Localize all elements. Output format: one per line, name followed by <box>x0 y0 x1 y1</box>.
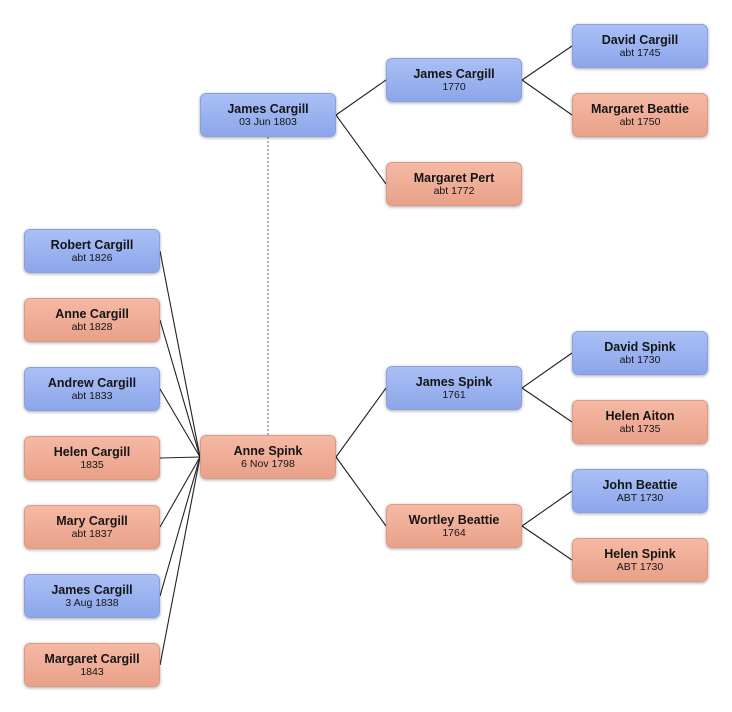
person-date: 1835 <box>80 459 104 471</box>
child-link-line <box>159 456 201 666</box>
person-date: 1843 <box>80 666 104 678</box>
parent-link-line <box>521 45 573 81</box>
person-date: 1761 <box>442 389 466 401</box>
person-date: 03 Jun 1803 <box>239 116 297 128</box>
person-name: Margaret Beattie <box>591 102 689 116</box>
person-name: James Cargill <box>413 67 495 81</box>
person-date: ABT 1730 <box>616 561 664 573</box>
person-card-andrew-cargill[interactable]: Andrew Cargill abt 1833 <box>24 367 160 411</box>
person-date: ABT 1730 <box>616 492 664 504</box>
person-card-margaret-cargill[interactable]: Margaret Cargill 1843 <box>24 643 160 687</box>
person-name: Robert Cargill <box>50 238 134 252</box>
child-link-line <box>159 456 201 597</box>
person-card-mary-cargill[interactable]: Mary Cargill abt 1837 <box>24 505 160 549</box>
person-date: abt 1750 <box>619 116 661 128</box>
person-card-james-spink[interactable]: James Spink 1761 <box>386 366 522 410</box>
person-name: Helen Spink <box>604 547 676 561</box>
person-date: abt 1772 <box>433 185 475 197</box>
person-date: abt 1826 <box>71 252 113 264</box>
parent-link-line <box>521 352 573 389</box>
child-link-line <box>159 388 201 458</box>
parent-link-line <box>521 79 573 116</box>
person-name: Wortley Beattie <box>408 513 500 527</box>
person-name: David Spink <box>604 340 676 354</box>
person-date: abt 1833 <box>71 390 113 402</box>
parent-link-line <box>335 79 387 116</box>
person-name: James Cargill <box>51 583 133 597</box>
person-date: 1770 <box>442 81 466 93</box>
person-card-margaret-pert[interactable]: Margaret Pert abt 1772 <box>386 162 522 206</box>
person-name: Anne Cargill <box>55 307 129 321</box>
person-date: abt 1828 <box>71 321 113 333</box>
person-card-helen-cargill[interactable]: Helen Cargill 1835 <box>24 436 160 480</box>
person-date: abt 1730 <box>619 354 661 366</box>
person-card-wortley-beattie[interactable]: Wortley Beattie 1764 <box>386 504 522 548</box>
person-card-helen-aiton[interactable]: Helen Aiton abt 1735 <box>572 400 708 444</box>
child-link-line <box>159 456 201 528</box>
person-date: abt 1837 <box>71 528 113 540</box>
person-name: David Cargill <box>601 33 679 47</box>
parent-link-line <box>335 456 387 527</box>
person-name: Helen Cargill <box>53 445 131 459</box>
parent-link-line <box>335 387 387 458</box>
person-date: 1764 <box>442 527 466 539</box>
person-card-anne-cargill[interactable]: Anne Cargill abt 1828 <box>24 298 160 342</box>
person-card-james-cargill-1838[interactable]: James Cargill 3 Aug 1838 <box>24 574 160 618</box>
child-link-line <box>159 456 201 459</box>
person-card-david-spink[interactable]: David Spink abt 1730 <box>572 331 708 375</box>
person-name: Margaret Pert <box>413 171 495 185</box>
person-name: Mary Cargill <box>56 514 128 528</box>
child-link-line <box>159 319 201 458</box>
child-link-line <box>159 250 201 458</box>
person-card-james-cargill-1770[interactable]: James Cargill 1770 <box>386 58 522 102</box>
person-name: Anne Spink <box>233 444 303 458</box>
person-name: James Spink <box>415 375 493 389</box>
person-name: John Beattie <box>602 478 678 492</box>
person-date: 3 Aug 1838 <box>65 597 119 609</box>
parent-link-line <box>335 114 387 185</box>
person-name: Helen Aiton <box>605 409 675 423</box>
person-card-james-cargill-1803[interactable]: James Cargill 03 Jun 1803 <box>200 93 336 137</box>
person-card-helen-spink[interactable]: Helen Spink ABT 1730 <box>572 538 708 582</box>
person-name: James Cargill <box>227 102 309 116</box>
parent-link-line <box>521 387 573 423</box>
person-date: 6 Nov 1798 <box>241 458 295 470</box>
parent-link-line <box>521 525 573 561</box>
person-name: Margaret Cargill <box>44 652 140 666</box>
person-name: Andrew Cargill <box>47 376 137 390</box>
person-card-anne-spink[interactable]: Anne Spink 6 Nov 1798 <box>200 435 336 479</box>
person-date: abt 1745 <box>619 47 661 59</box>
parent-link-line <box>521 490 573 527</box>
person-card-margaret-beattie[interactable]: Margaret Beattie abt 1750 <box>572 93 708 137</box>
person-card-david-cargill[interactable]: David Cargill abt 1745 <box>572 24 708 68</box>
person-date: abt 1735 <box>619 423 661 435</box>
person-card-john-beattie[interactable]: John Beattie ABT 1730 <box>572 469 708 513</box>
person-card-robert-cargill[interactable]: Robert Cargill abt 1826 <box>24 229 160 273</box>
